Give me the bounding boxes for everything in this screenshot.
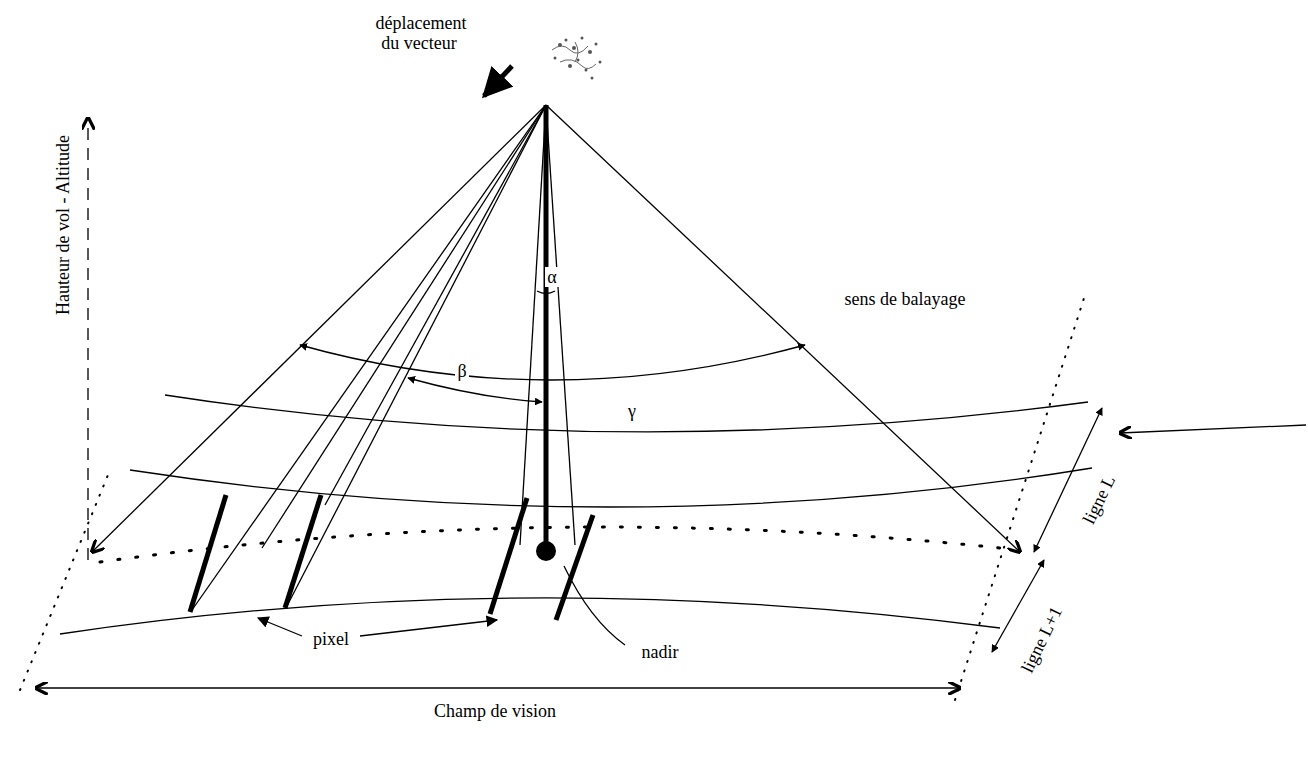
angle-label-text: α: [545, 267, 558, 287]
line-label-text: ligne L+1: [1016, 602, 1067, 678]
angle-label: γ: [626, 402, 638, 422]
line-l-arrow: [1034, 408, 1102, 552]
direction-label: sens de balayage: [843, 290, 968, 310]
line-label: ligne L+1: [1017, 602, 1068, 678]
nadir-label-text: nadir: [640, 642, 681, 662]
nadir-leader: [564, 566, 625, 645]
alpha-arc: [537, 291, 555, 294]
line-l-leader: [1120, 425, 1306, 433]
pixel-leader: [360, 620, 497, 636]
scan-rays: [92, 105, 1020, 610]
gamma-arc: [300, 345, 805, 380]
pixel-leader: [258, 618, 302, 636]
nadir-label: nadir: [640, 643, 681, 663]
nadir-dot: [536, 541, 556, 561]
line-label: ligne L: [1079, 471, 1121, 530]
angle-label: α: [545, 268, 558, 288]
altitude-label-text: Hauteur de vol - Altitude: [53, 133, 73, 317]
field-arrow: [36, 687, 960, 688]
line-label-text: ligne L: [1078, 470, 1120, 529]
angle-label-text: β: [455, 361, 468, 381]
beta-arc: [408, 378, 542, 402]
pixels: [190, 495, 593, 620]
motion-label-text: déplacement du vecteur: [374, 13, 467, 53]
altitude-arrow: [87, 118, 88, 560]
pixel-label-text: pixel: [311, 629, 351, 649]
satellite-sketch: [552, 37, 602, 80]
altitude-label: Hauteur de vol - Altitude: [54, 133, 74, 317]
pixel-label: pixel: [311, 630, 351, 650]
motion-arrow: [484, 66, 512, 96]
direction-label-text: sens de balayage: [843, 289, 968, 309]
scan-line: [100, 527, 1000, 562]
field-edges: [20, 295, 1085, 700]
angle-label-text: γ: [626, 401, 638, 421]
field-label: Champ de vision: [432, 702, 558, 722]
field-label-text: Champ de vision: [432, 701, 558, 721]
nadir-line: [544, 105, 549, 548]
motion-label: déplacement du vecteur: [365, 14, 475, 54]
angle-label: β: [455, 362, 468, 382]
